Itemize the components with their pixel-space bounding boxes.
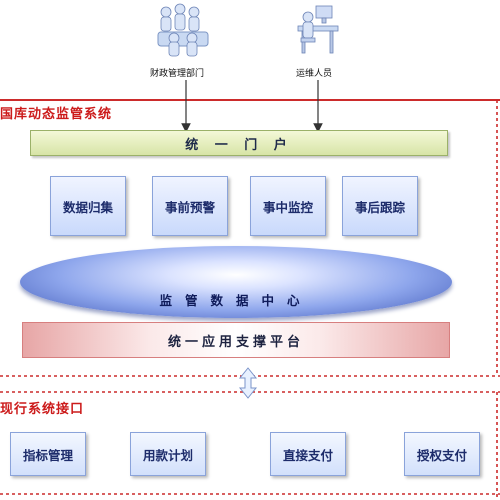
finance-dept-label: 财政管理部门 bbox=[150, 69, 205, 79]
system-title: 国库动态监管系统 bbox=[0, 107, 113, 122]
module-data-collection: 数据归集 bbox=[50, 176, 126, 236]
ops-staff-workstation-icon bbox=[297, 5, 339, 54]
data-center-label: 监管数据中心 bbox=[159, 293, 313, 308]
support-platform-bar: 统一应用支撑平台 bbox=[22, 322, 450, 358]
interface-authorized-payment: 授权支付 bbox=[404, 432, 480, 476]
module-pre-warning: 事前预警 bbox=[152, 176, 228, 236]
bidirectional-arrow-icon bbox=[238, 367, 258, 399]
finance-dept-people-icon bbox=[157, 3, 209, 57]
data-center-disc bbox=[20, 246, 452, 318]
ops-staff-label: 运维人员 bbox=[296, 69, 333, 79]
interface-fund-plan: 用款计划 bbox=[130, 432, 206, 476]
interface-quota-management: 指标管理 bbox=[10, 432, 86, 476]
unified-portal-bar: 统 一 门 户 bbox=[30, 130, 448, 156]
module-in-process-monitor: 事中监控 bbox=[250, 176, 326, 236]
module-post-tracking: 事后跟踪 bbox=[342, 176, 418, 236]
interface-title: 现行系统接口 bbox=[0, 402, 85, 417]
interface-direct-payment: 直接支付 bbox=[270, 432, 346, 476]
